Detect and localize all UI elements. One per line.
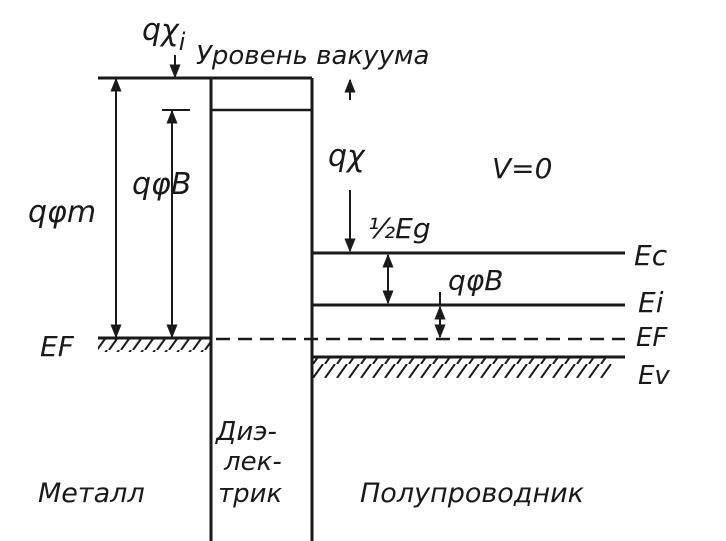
metal-region-label: Металл bbox=[38, 478, 145, 509]
semiconductor-hatch bbox=[312, 358, 612, 378]
q-chi-label: qχ bbox=[328, 139, 366, 174]
ef-left-label: EF bbox=[40, 330, 75, 363]
q-phi-b-semi-label: qφB bbox=[448, 264, 503, 297]
ei-label: Ei bbox=[638, 286, 664, 319]
v-zero-label: V=0 bbox=[492, 152, 552, 185]
ev-label: Ev bbox=[638, 361, 670, 391]
dielectric-label-line-1: Диэ- bbox=[215, 417, 277, 447]
ec-label: Ec bbox=[634, 239, 668, 272]
dielectric-label-line-2: лек- bbox=[223, 447, 282, 477]
q-phi-m-label: qφm bbox=[28, 195, 96, 230]
vacuum-level-label: Уровень вакуума bbox=[196, 41, 429, 71]
ef-right-label: EF bbox=[636, 323, 668, 353]
q-chi-i-label: qχi bbox=[142, 13, 186, 56]
semiconductor-region-label: Полупроводник bbox=[360, 478, 585, 509]
q-phi-b-metal-label: qφB bbox=[132, 167, 191, 202]
dielectric-label-line-3: трик bbox=[218, 479, 283, 509]
metal-hatch bbox=[98, 339, 211, 352]
half-eg-label: ½Eg bbox=[368, 212, 431, 245]
